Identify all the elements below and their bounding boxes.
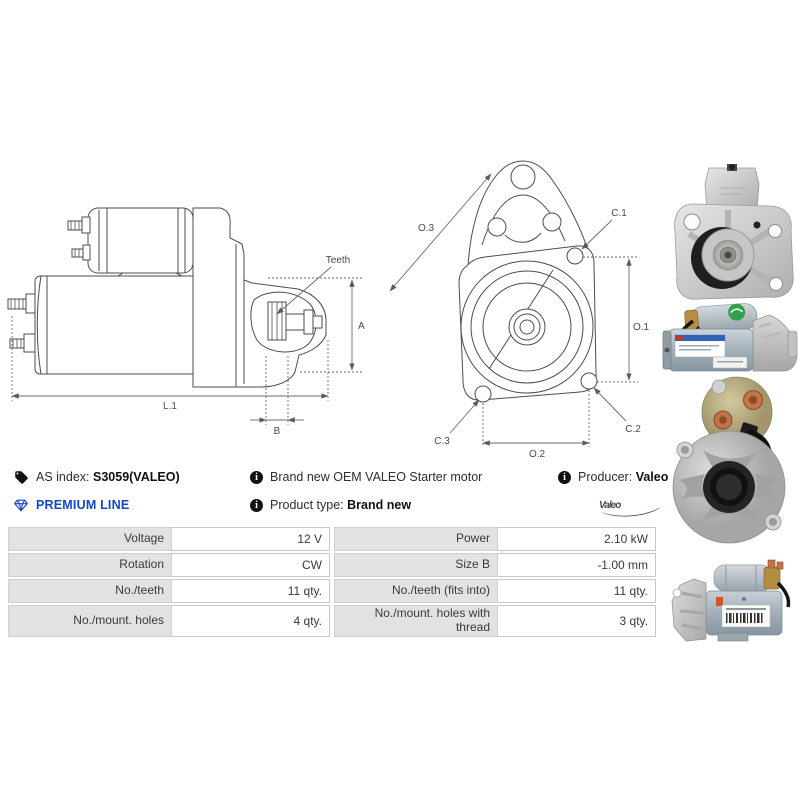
product-type-row: i Product type: Brand new (250, 496, 411, 514)
table-row: Voltage 12 V (8, 527, 330, 551)
spec-label: No./teeth (fits into) (334, 579, 498, 603)
product-type-label: Product type: (270, 498, 344, 512)
premium-line-badge: PREMIUM LINE (36, 498, 130, 512)
dim-label-o1: O.1 (633, 322, 650, 333)
as-index-label: AS index: (36, 470, 90, 484)
product-photo-rear-solenoid (672, 376, 786, 544)
product-photo-front-face (674, 164, 794, 300)
diamond-icon (13, 498, 29, 513)
spec-value: 4 qty. (172, 605, 330, 637)
side-view-drawing: Teeth A L.1 B (0, 188, 365, 437)
info-icon: i (250, 470, 263, 484)
producer-row: i Producer: Valeo (558, 468, 668, 486)
table-row: No./teeth (fits into) 11 qty. (334, 579, 656, 603)
spec-label: No./teeth (8, 579, 172, 603)
table-row: No./teeth 11 qty. (8, 579, 330, 603)
valeo-logo-text: Valeo (599, 500, 621, 511)
spec-value: -1.00 mm (498, 553, 656, 577)
spec-value: 11 qty. (172, 579, 330, 603)
product-photo-side-blue (662, 303, 798, 372)
producer-label: Producer: (578, 470, 633, 484)
dim-label-l1: L.1 (163, 401, 177, 412)
product-type-value: Brand new (347, 498, 412, 512)
table-row: No./mount. holes 4 qty. (8, 605, 330, 637)
spec-value: 3 qty. (498, 605, 656, 637)
table-row: Rotation CW (8, 553, 330, 577)
product-description: Brand new OEM VALEO Starter motor (270, 470, 483, 484)
table-row: No./mount. holes with thread 3 qty. (334, 605, 656, 637)
tag-icon (14, 470, 29, 485)
starter-front-outline (459, 161, 597, 402)
dim-label-c3: C.3 (434, 436, 450, 447)
description-row: i Brand new OEM VALEO Starter motor (250, 468, 482, 486)
as-index-value: S3059(VALEO) (93, 470, 180, 484)
spec-value: 2.10 kW (498, 527, 656, 551)
valeo-logo: Valeo (599, 500, 661, 517)
table-row: Power 2.10 kW (334, 527, 656, 551)
as-index-row: AS index: S3059(VALEO) (14, 468, 180, 486)
dim-label-c2: C.2 (625, 424, 641, 435)
front-view-drawing: O.3 C.1 O.1 C.2 C.3 O.2 (375, 145, 650, 460)
spec-table-right: Power 2.10 kW Size B -1.00 mm No./teeth … (334, 527, 656, 637)
dim-label-o2: O.2 (529, 449, 546, 460)
spec-label: Rotation (8, 553, 172, 577)
spec-label: No./mount. holes (8, 605, 172, 637)
side-view-dimensions (11, 267, 362, 425)
dim-label-c1: C.1 (611, 208, 627, 219)
dim-label-o3: O.3 (418, 223, 435, 234)
spec-value: CW (172, 553, 330, 577)
premium-line-row: PREMIUM LINE (13, 496, 129, 514)
spec-label: Size B (334, 553, 498, 577)
producer-value: Valeo (635, 470, 669, 484)
spec-table-left: Voltage 12 V Rotation CW No./teeth 11 qt… (8, 527, 330, 637)
spec-value: 12 V (172, 527, 330, 551)
starter-side-outline (8, 208, 326, 387)
dim-label-teeth: Teeth (326, 255, 350, 266)
spec-value: 11 qty. (498, 579, 656, 603)
product-photo-side-gray (671, 559, 791, 642)
spec-label: No./mount. holes with thread (334, 605, 498, 637)
table-row: Size B -1.00 mm (334, 553, 656, 577)
front-view-dimensions (390, 173, 638, 447)
dim-label-a: A (358, 321, 365, 332)
info-icon: i (250, 498, 263, 512)
info-icon: i (558, 470, 571, 484)
dim-label-b: B (274, 426, 281, 437)
spec-label: Voltage (8, 527, 172, 551)
spec-label: Power (334, 527, 498, 551)
